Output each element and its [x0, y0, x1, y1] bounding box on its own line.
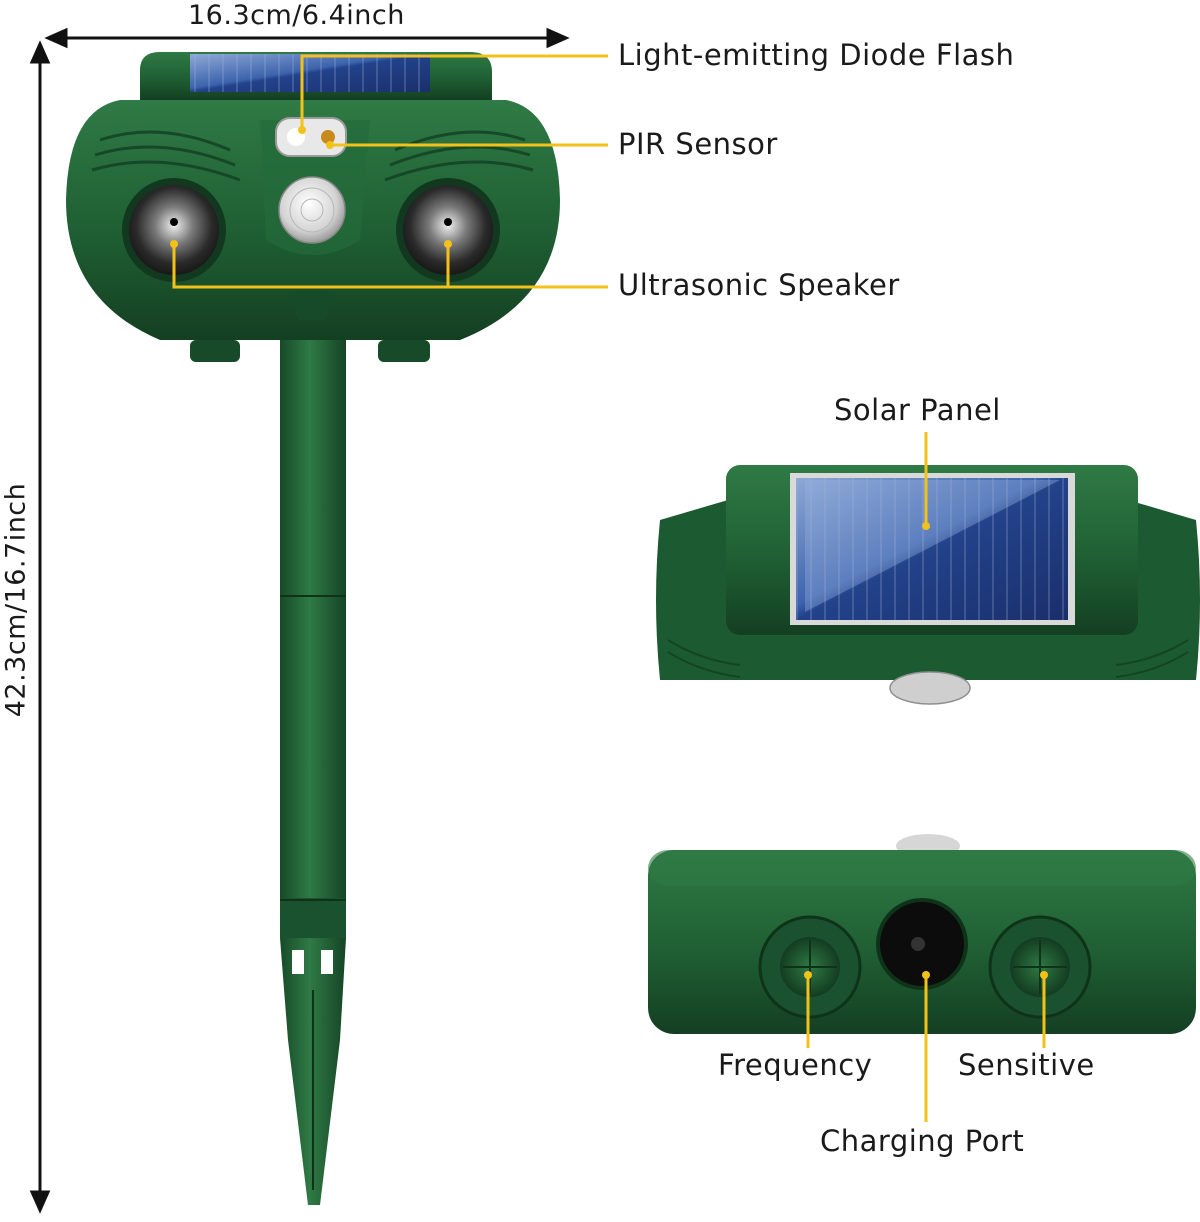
callout-label-ultrasonic-speaker: Ultrasonic Speaker — [618, 268, 900, 302]
callout-label-frequency: Frequency — [718, 1048, 873, 1082]
callout-lines — [172, 54, 1046, 1122]
height-dimension-arrow — [29, 40, 51, 1214]
callout-label-charging-port: Charging Port — [820, 1124, 1025, 1158]
callout-label-pir-sensor: PIR Sensor — [618, 127, 778, 161]
width-dimension-label: 16.3cm/6.4inch — [188, 0, 405, 31]
callout-label-led-flash: Light-emitting Diode Flash — [618, 38, 1015, 72]
callout-label-sensitive: Sensitive — [958, 1048, 1095, 1082]
device-top-view — [656, 465, 1200, 705]
device-front-view — [66, 52, 560, 1205]
device-bottom-view — [648, 834, 1196, 1034]
callout-label-solar-panel: Solar Panel — [834, 393, 1001, 427]
callout-line-speaker-left — [172, 244, 608, 289]
callout-line-led-flash — [300, 54, 608, 130]
width-dimension-arrow — [44, 27, 570, 49]
height-dimension-label: 42.3cm/16.7inch — [0, 482, 32, 718]
callout-dots — [170, 126, 1048, 979]
